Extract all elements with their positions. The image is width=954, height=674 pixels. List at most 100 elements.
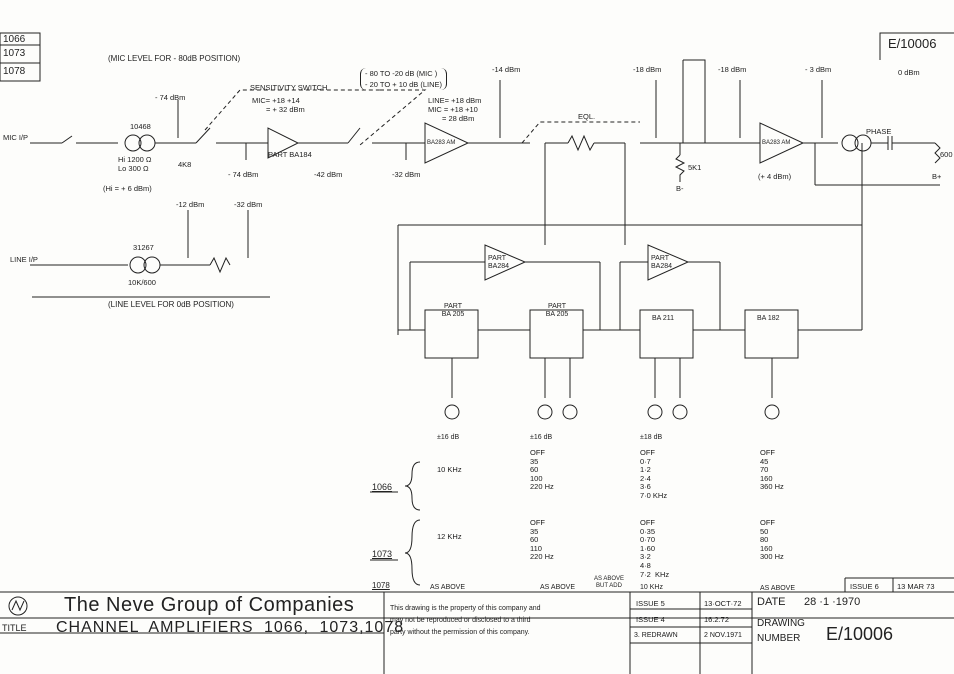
date-label: DATE	[757, 596, 786, 608]
freq-1066-col4: OFF 45 70 160 360 Hz	[760, 448, 784, 492]
company-name: The Neve Group of Companies	[64, 594, 355, 616]
freq-1078-col3-note: AS ABOVE BUT ADD	[594, 576, 624, 590]
ba284-2-num: BA284	[651, 263, 673, 270]
output-transformer-coil-1	[841, 134, 859, 152]
freq-1073-col3: OFF 0·35 0·70 1·60 3·2 4·8 7·2 KHz	[640, 518, 670, 579]
level-m3: - 3 dBm	[805, 65, 832, 74]
line-gain-line-1: LINE= +18 dBm	[428, 96, 482, 105]
ba284-1-num: BA284	[488, 263, 510, 270]
line-gain-line-3: = 28 dBm	[442, 114, 475, 123]
brace-1066	[404, 461, 421, 511]
bplus-label: B+	[932, 172, 942, 181]
ba283-label-2: BA283 AM	[762, 140, 791, 146]
ba205-filter-2	[529, 309, 584, 359]
ba205-2-part: PART	[547, 303, 567, 310]
model-tab-box	[0, 32, 41, 82]
gain-label-2: ±16 dB	[530, 434, 553, 441]
lo-impedance: Lo 300 Ω	[118, 164, 149, 173]
property-line-2: may not be reproduced or disclosed to a …	[390, 617, 531, 624]
transformer-10468: 10468	[130, 122, 151, 131]
line-gain-line-2: MIC = +18 +10	[428, 105, 478, 114]
sensitivity-range: - 80 TO -20 dB (MIC ) - 20 TO + 10 dB (L…	[360, 68, 448, 90]
ba211-label: BA 211	[652, 315, 675, 322]
ba284-2-part: PART	[651, 255, 670, 262]
resistor-4k8: 4K8	[178, 160, 192, 169]
line-gain-note: LINE= +18 dBm MIC = +18 +10 = 28 dBm	[428, 96, 481, 123]
number-label: NUMBER	[757, 633, 801, 644]
drawing-number: E/10006	[826, 624, 894, 644]
r5k1-resistor	[674, 154, 686, 182]
line-level-note: (LINE LEVEL FOR 0dB POSITION)	[108, 300, 234, 309]
mic-impedance: Hi 1200 Ω Lo 300 Ω	[118, 155, 152, 173]
freq-pot-4	[764, 404, 780, 420]
drawing-title: CHANNEL AMPLIFIERS 1066, 1073,1078	[56, 619, 405, 636]
hi-note: (Hi = + 6 dBm)	[103, 184, 152, 193]
transformer-31267: 31267	[133, 243, 154, 252]
range-mic: - 80 TO -20 dB (MIC )	[365, 69, 438, 78]
ba184-amplifier	[267, 127, 300, 159]
ba283-amplifier-2	[759, 122, 805, 164]
plus4-label: (+ 4 dBm)	[758, 172, 792, 181]
issue-6-date: 13 MAR 73	[897, 582, 935, 591]
gain-pot-3	[647, 404, 663, 420]
ba205-label-2: PART BA 205	[540, 303, 574, 319]
freq-1066-col1: 10 KHz	[437, 465, 462, 474]
gain-pot-1	[444, 404, 460, 420]
hi-impedance: Hi 1200 Ω	[118, 155, 152, 164]
mic-level-note: (MIC LEVEL FOR - 80dB POSITION)	[108, 54, 241, 63]
model-tab-1078: 1078	[3, 66, 26, 77]
issue-4-label: ISSUE 4	[636, 615, 665, 624]
freq-1073-col2: OFF 35 60 110 220 Hz	[530, 518, 554, 562]
gain-label-3: ±18 dB	[640, 434, 663, 441]
ba211-filter	[639, 309, 694, 359]
mic-transformer-coil-1	[124, 134, 142, 152]
ba283-amplifier-1	[424, 122, 470, 164]
ba283-label-1: BA283 AM	[427, 140, 456, 146]
mic-gain-line-1: MIC= +18 +14	[252, 96, 300, 105]
level-m32-line: -32 dBm	[234, 200, 263, 209]
mic-input-label: MIC I/P	[3, 133, 29, 142]
mic-gain-note: MIC= +18 +14 = + 32 dBm	[252, 96, 305, 114]
issue-3-date: 2 NOV.1971	[704, 632, 742, 639]
level-m74-post: - 74 dBm	[228, 170, 259, 179]
freq-1066-col2: OFF 35 60 100 220 Hz	[530, 448, 554, 492]
issue-6-label: ISSUE 6	[850, 582, 879, 591]
neve-logo-mark	[11, 599, 25, 612]
freq-1078-col2: AS ABOVE	[540, 584, 576, 591]
eql-label: EQL.	[578, 112, 596, 121]
freq-1066-col3: OFF 0·7 1·2 2·4 3·6 7·0 KHz	[640, 448, 668, 500]
ba205-1-part: PART	[443, 303, 463, 310]
ba284-label-1: PART BA284	[488, 255, 509, 271]
ba205-2-num: BA 205	[545, 311, 569, 318]
level-m74-mic: - 74 dBm	[155, 93, 186, 102]
level-m42: -42 dBm	[314, 170, 343, 179]
level-m32: -32 dBm	[392, 170, 421, 179]
level-m18-2: -18 dBm	[718, 65, 747, 74]
mic-gain-line-2: = + 32 dBm	[266, 105, 305, 114]
issue-4-date: 16.2.72	[704, 615, 730, 624]
part-ba184-label: PART BA184	[268, 150, 312, 159]
model-1066-label: 1066	[372, 482, 393, 492]
drawing-ref-box	[879, 32, 954, 60]
freq-1073-col4: OFF 50 80 160 300 Hz	[760, 518, 784, 562]
title-label: TITLE	[2, 623, 27, 633]
ba182-label: BA 182	[757, 315, 780, 322]
r5k1-label: 5K1	[688, 163, 702, 172]
model-tabs: 1066 1073 1078	[3, 34, 25, 81]
ba284-1-part: PART	[488, 255, 507, 262]
line-transformer-coil-1	[129, 256, 147, 274]
freq-pot-2	[562, 404, 578, 420]
output-600-label: 600	[940, 150, 953, 159]
neve-logo-icon	[8, 596, 28, 616]
drawing-ref-top: E/10006	[888, 36, 937, 51]
output-transformer-coil-2	[854, 134, 872, 152]
model-1073-label: 1073	[372, 549, 393, 559]
level-m12: -12 dBm	[176, 200, 205, 209]
ba205-label-1: PART BA 205	[436, 303, 470, 319]
property-notice: This drawing is the property of this com…	[390, 603, 541, 639]
range-line: - 20 TO + 10 dB (LINE)	[365, 80, 443, 89]
freq-pot-3	[672, 404, 688, 420]
gain-label-1: ±16 dB	[437, 434, 460, 441]
